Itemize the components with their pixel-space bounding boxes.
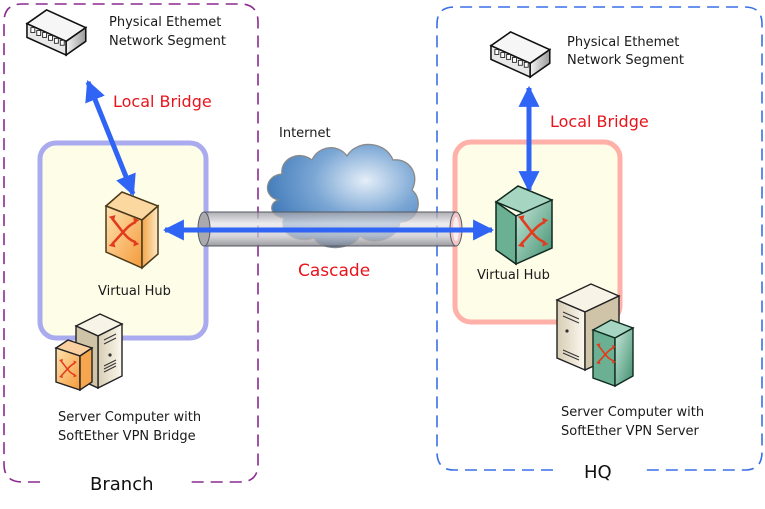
hq-segment-label-line1: Physical Ethemet (567, 35, 680, 50)
branch-segment-label-line1: Physical Ethemet (109, 15, 222, 30)
hq-server-computer-icon (555, 283, 635, 388)
hq-virtual-hub-label: Virtual Hub (477, 268, 550, 283)
branch-server-computer-icon (54, 313, 124, 392)
hq-segment-label-line2: Network Segment (567, 53, 684, 68)
hq-site-label: HQ (578, 463, 618, 482)
branch-site-label: Branch (84, 475, 160, 494)
branch-segment-label-line2: Network Segment (109, 34, 226, 49)
branch-virtual-hub-icon (104, 191, 160, 270)
hq-virtual-hub-icon (494, 185, 554, 266)
branch-server-label-line2: SoftEther VPN Bridge (58, 429, 196, 444)
hq-server-label-line2: SoftEther VPN Server (561, 424, 699, 439)
hq-site-boundary (436, 6, 763, 471)
hq-ethernet-switch-icon (490, 31, 551, 78)
branch-site-boundary (3, 3, 259, 483)
branch-local-bridge-arrow (85, 80, 136, 196)
hq-server-label-line1: Server Computer with (561, 405, 705, 420)
branch-local-bridge-label: Local Bridge (113, 92, 212, 111)
cascade-label: Cascade (298, 261, 371, 281)
branch-ethernet-switch-icon (26, 9, 87, 56)
branch-virtual-hub-label: Virtual Hub (98, 284, 171, 299)
internet-label: Internet (279, 126, 331, 141)
branch-server-label-line1: Server Computer with (58, 410, 202, 425)
hq-local-bridge-label: Local Bridge (550, 112, 649, 131)
